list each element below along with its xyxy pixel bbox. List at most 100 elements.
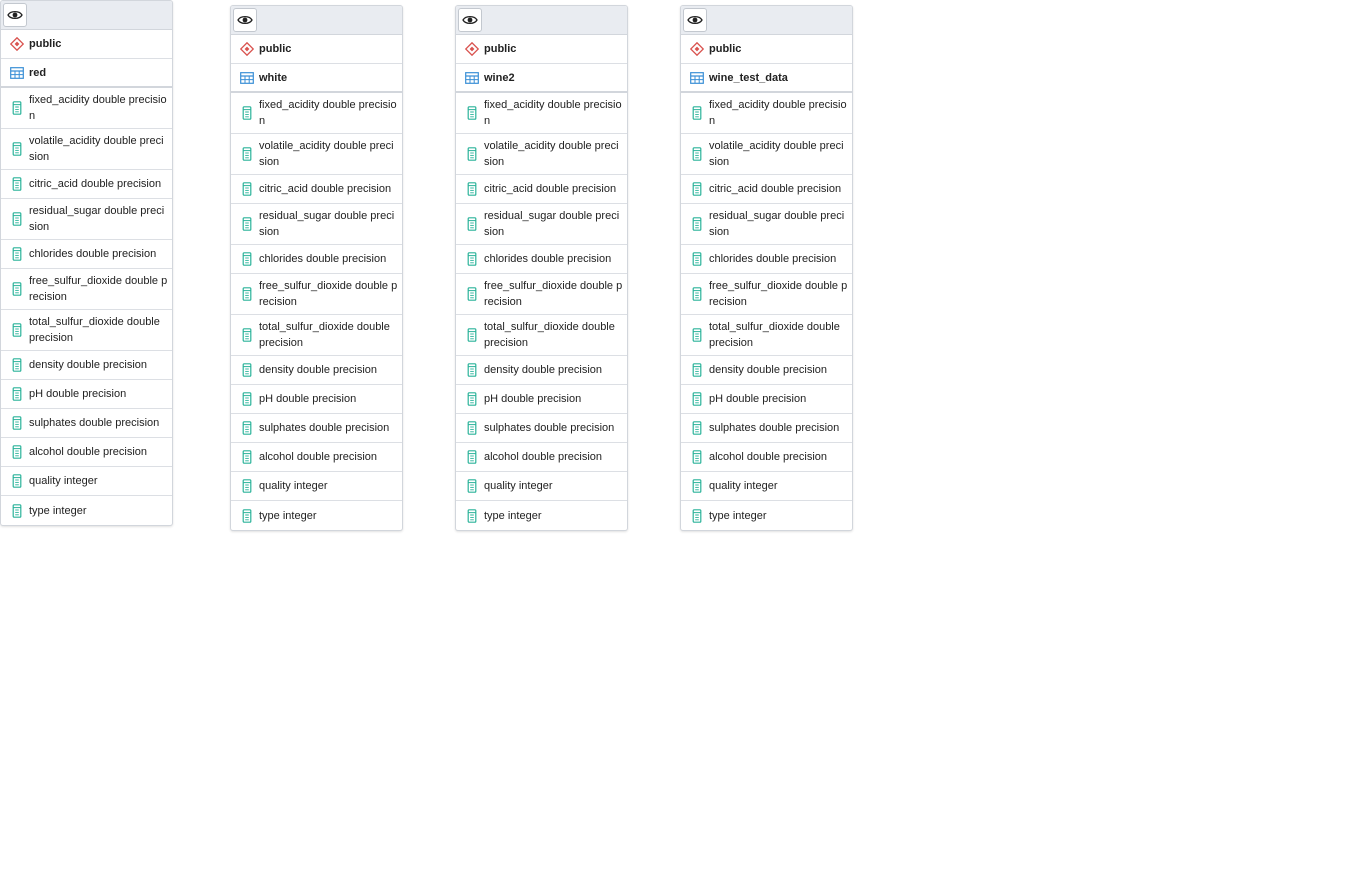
eye-icon[interactable] — [458, 8, 482, 32]
column-icon — [9, 141, 25, 157]
table-name-row[interactable]: wine2 — [456, 64, 627, 93]
column-definition: type integer — [709, 509, 767, 522]
column-definition: sulphates double precision — [484, 422, 615, 434]
column-row[interactable]: free_sulfur_dioxide double precision — [231, 274, 402, 315]
column-row[interactable]: sulphates double precision — [681, 414, 852, 443]
schema-row[interactable]: public — [1, 30, 172, 59]
column-definition: density double precision — [259, 364, 378, 376]
column-row[interactable]: residual_sugar double precision — [681, 204, 852, 245]
column-icon — [689, 391, 705, 407]
column-row[interactable]: quality integer — [1, 467, 172, 496]
column-icon — [464, 181, 480, 197]
table-name-row[interactable]: wine_test_data — [681, 64, 852, 93]
schema-row[interactable]: public — [231, 35, 402, 64]
column-row[interactable]: fixed_acidity double precision — [1, 88, 172, 129]
column-definition: alcohol double precision — [709, 451, 828, 463]
column-row[interactable]: volatile_acidity double precision — [1, 129, 172, 170]
column-row[interactable]: density double precision — [681, 356, 852, 385]
column-row[interactable]: type integer — [681, 501, 852, 530]
column-row[interactable]: density double precision — [456, 356, 627, 385]
column-definition: citric_acid double precision — [29, 178, 162, 190]
column-row[interactable]: pH double precision — [456, 385, 627, 414]
column-row[interactable]: total_sulfur_dioxide double precision — [456, 315, 627, 356]
diamond-schema-icon — [9, 36, 25, 52]
column-row[interactable]: alcohol double precision — [456, 443, 627, 472]
column-row[interactable]: sulphates double precision — [1, 409, 172, 438]
eye-icon[interactable] — [3, 3, 27, 27]
column-definition: pH double precision — [29, 388, 127, 400]
column-icon — [9, 415, 25, 431]
column-row[interactable]: residual_sugar double precision — [231, 204, 402, 245]
column-definition: residual_sugar double precision — [709, 210, 845, 238]
column-row[interactable]: total_sulfur_dioxide double precision — [231, 315, 402, 356]
column-row[interactable]: alcohol double precision — [681, 443, 852, 472]
column-row[interactable]: type integer — [231, 501, 402, 530]
column-icon — [239, 146, 255, 162]
column-icon — [689, 251, 705, 267]
column-row[interactable]: quality integer — [231, 472, 402, 501]
column-row[interactable]: pH double precision — [681, 385, 852, 414]
column-icon — [9, 176, 25, 192]
column-definition: alcohol double precision — [484, 451, 603, 463]
column-row[interactable]: free_sulfur_dioxide double precision — [681, 274, 852, 315]
column-icon — [239, 478, 255, 494]
column-row[interactable]: volatile_acidity double precision — [681, 134, 852, 175]
column-icon — [239, 216, 255, 232]
column-row[interactable]: citric_acid double precision — [456, 175, 627, 204]
column-row[interactable]: chlorides double precision — [681, 245, 852, 274]
column-row[interactable]: total_sulfur_dioxide double precision — [1, 310, 172, 351]
schema-row[interactable]: public — [456, 35, 627, 64]
column-row[interactable]: citric_acid double precision — [1, 170, 172, 199]
column-row[interactable]: total_sulfur_dioxide double precision — [681, 315, 852, 356]
column-row[interactable]: type integer — [456, 501, 627, 530]
diamond-schema-icon — [689, 41, 705, 57]
table-name-row[interactable]: red — [1, 59, 172, 88]
column-definition: chlorides double precision — [29, 248, 157, 260]
column-row[interactable]: chlorides double precision — [456, 245, 627, 274]
column-definition: free_sulfur_dioxide double precision — [29, 275, 168, 303]
column-row[interactable]: sulphates double precision — [456, 414, 627, 443]
column-definition: free_sulfur_dioxide double precision — [709, 280, 848, 308]
column-row[interactable]: citric_acid double precision — [681, 175, 852, 204]
column-row[interactable]: chlorides double precision — [1, 240, 172, 269]
column-row[interactable]: sulphates double precision — [231, 414, 402, 443]
column-definition: sulphates double precision — [29, 417, 160, 429]
column-row[interactable]: chlorides double precision — [231, 245, 402, 274]
table-node-header — [1, 1, 172, 30]
column-row[interactable]: quality integer — [456, 472, 627, 501]
schema-name: public — [709, 43, 742, 55]
column-row[interactable]: quality integer — [681, 472, 852, 501]
column-row[interactable]: free_sulfur_dioxide double precision — [456, 274, 627, 315]
eye-icon[interactable] — [683, 8, 707, 32]
column-row[interactable]: volatile_acidity double precision — [231, 134, 402, 175]
column-row[interactable]: residual_sugar double precision — [1, 199, 172, 240]
schema-row[interactable]: public — [681, 35, 852, 64]
column-definition: volatile_acidity double precision — [484, 140, 619, 168]
column-icon — [9, 357, 25, 373]
column-row[interactable]: fixed_acidity double precision — [456, 93, 627, 134]
column-row[interactable]: alcohol double precision — [231, 443, 402, 472]
eye-icon[interactable] — [233, 8, 257, 32]
column-icon — [689, 286, 705, 302]
column-row[interactable]: citric_acid double precision — [231, 175, 402, 204]
column-row[interactable]: volatile_acidity double precision — [456, 134, 627, 175]
schema-name: public — [29, 38, 62, 50]
column-row[interactable]: density double precision — [1, 351, 172, 380]
column-definition: fixed_acidity double precision — [259, 99, 397, 127]
column-icon — [464, 420, 480, 436]
column-row[interactable]: pH double precision — [231, 385, 402, 414]
column-row[interactable]: type integer — [1, 496, 172, 525]
column-row[interactable]: pH double precision — [1, 380, 172, 409]
table-name-row[interactable]: white — [231, 64, 402, 93]
column-row[interactable]: free_sulfur_dioxide double precision — [1, 269, 172, 310]
column-row[interactable]: fixed_acidity double precision — [231, 93, 402, 134]
column-definition: total_sulfur_dioxide double precision — [484, 321, 615, 349]
column-row[interactable]: residual_sugar double precision — [456, 204, 627, 245]
column-row[interactable]: density double precision — [231, 356, 402, 385]
column-row[interactable]: alcohol double precision — [1, 438, 172, 467]
column-row[interactable]: fixed_acidity double precision — [681, 93, 852, 134]
